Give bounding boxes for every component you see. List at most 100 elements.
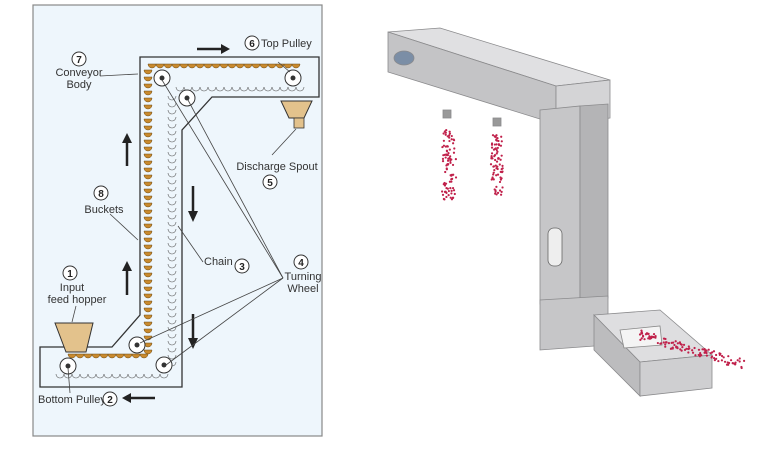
bucket (143, 167, 153, 173)
arrow-left-icon (122, 393, 131, 403)
bucket (143, 265, 153, 271)
particle (499, 144, 503, 147)
bucket (143, 216, 153, 222)
particle (687, 345, 690, 348)
bucket (143, 293, 153, 299)
particle (497, 156, 500, 160)
bucket (143, 307, 153, 313)
particle (701, 348, 704, 351)
particle-streams (440, 128, 746, 370)
bucket (143, 314, 153, 320)
particle (738, 360, 741, 363)
pulley-hub (161, 362, 167, 368)
particle (639, 338, 642, 341)
pulley-hub (184, 95, 190, 101)
label-text: Discharge Spout (236, 161, 317, 173)
label-number: 7 (76, 55, 82, 66)
particle (446, 145, 449, 148)
chain-link (175, 86, 185, 92)
particle (720, 354, 724, 358)
particle (652, 336, 655, 339)
pulleys (59, 69, 302, 375)
arrow-down-icon (188, 338, 198, 349)
label-number: 3 (239, 262, 245, 273)
bucket (143, 125, 153, 131)
particle (495, 148, 498, 152)
particle (722, 356, 725, 359)
particle (671, 347, 674, 350)
particle (443, 153, 446, 156)
particle (726, 361, 729, 364)
pulley-hub (134, 342, 140, 348)
label-buckets: 8 Buckets (84, 185, 124, 216)
label-discharge-spout: Discharge Spout 5 (236, 161, 318, 190)
particle (659, 342, 662, 345)
particle (448, 130, 451, 133)
particle (448, 180, 452, 183)
chain-link (167, 158, 177, 164)
particle (736, 359, 739, 362)
particle (496, 150, 499, 153)
particle (495, 174, 498, 177)
inlet-opening (619, 325, 663, 349)
particle (448, 136, 451, 139)
particle (490, 152, 494, 155)
particle (674, 340, 677, 343)
chain-link (167, 242, 177, 248)
particle (501, 164, 504, 167)
bucket (143, 83, 153, 89)
chain-link (167, 305, 177, 311)
particle (454, 157, 457, 161)
particle (647, 337, 650, 340)
chain-link (167, 326, 177, 332)
particle (447, 194, 450, 197)
chain-link (167, 109, 177, 115)
chain-link (159, 373, 169, 379)
label-text: Bottom Pulley (38, 394, 106, 406)
bucket (143, 69, 153, 75)
label-text: Input (60, 282, 84, 294)
particle (734, 363, 737, 366)
particle (707, 348, 710, 351)
bucket (143, 300, 153, 306)
vertical-column-side (579, 103, 609, 301)
particle (711, 351, 714, 354)
bucket (139, 353, 149, 359)
particle (493, 169, 496, 172)
particle (446, 135, 449, 138)
particle (450, 134, 453, 138)
bucket (143, 251, 153, 257)
chain-link (167, 186, 177, 192)
bucket (143, 321, 153, 327)
bucket (143, 335, 153, 341)
particle (640, 337, 643, 340)
bucket (143, 111, 153, 117)
chain-link (239, 86, 249, 92)
particle (664, 345, 667, 348)
particle (493, 154, 497, 157)
particle (699, 353, 702, 356)
chain-link (167, 193, 177, 199)
chain-link (167, 333, 177, 339)
vertical-column-front (539, 105, 581, 305)
particle (444, 170, 447, 174)
bucket-chain (67, 63, 301, 359)
particle (448, 148, 451, 151)
bucket (291, 63, 301, 69)
particle (662, 341, 665, 344)
particle (441, 159, 445, 163)
particle (731, 362, 734, 365)
label-number: 2 (107, 395, 113, 406)
particle (500, 135, 503, 138)
particle (712, 350, 716, 353)
boot-box-front (639, 354, 713, 397)
chain-link (151, 373, 161, 379)
return-chain (55, 86, 305, 379)
particle (729, 359, 733, 362)
particle (499, 158, 502, 161)
chain-link (199, 86, 209, 92)
label-text: Body (66, 79, 92, 91)
chain-link (167, 277, 177, 283)
chain-link (167, 172, 177, 178)
